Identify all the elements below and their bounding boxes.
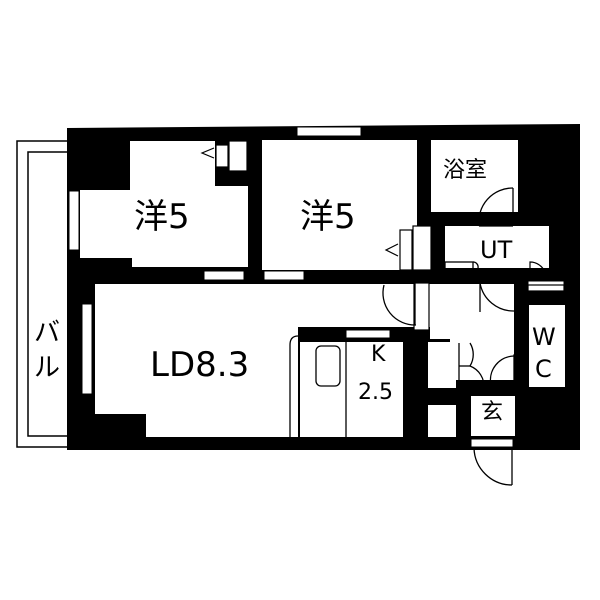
room-label-western-2: 洋5 (300, 197, 356, 237)
cabinet-doors (527, 261, 565, 292)
room-floors (80, 140, 565, 437)
washer-pan (532, 188, 567, 224)
closet-arrows (200, 147, 399, 257)
room-label-kitchen: K (371, 342, 386, 367)
doors (289, 187, 529, 486)
room-label-balcony-1: バ (34, 318, 61, 348)
room-label-living-dining: LD8.3 (150, 345, 250, 385)
room-label-western-1: 洋5 (134, 197, 190, 237)
windows (68, 126, 565, 448)
closets (215, 140, 432, 331)
room-label-toilet-c: C (535, 355, 552, 383)
room-label-toilet-w: W (532, 323, 556, 351)
room-label-kitchen-size: 2.5 (358, 380, 393, 405)
room-label-utility: UT (480, 236, 513, 264)
room-label-balcony-2: ル (34, 353, 61, 383)
room-label-bath: 浴室 (443, 158, 488, 183)
room-label-entrance: 玄 (481, 400, 504, 425)
